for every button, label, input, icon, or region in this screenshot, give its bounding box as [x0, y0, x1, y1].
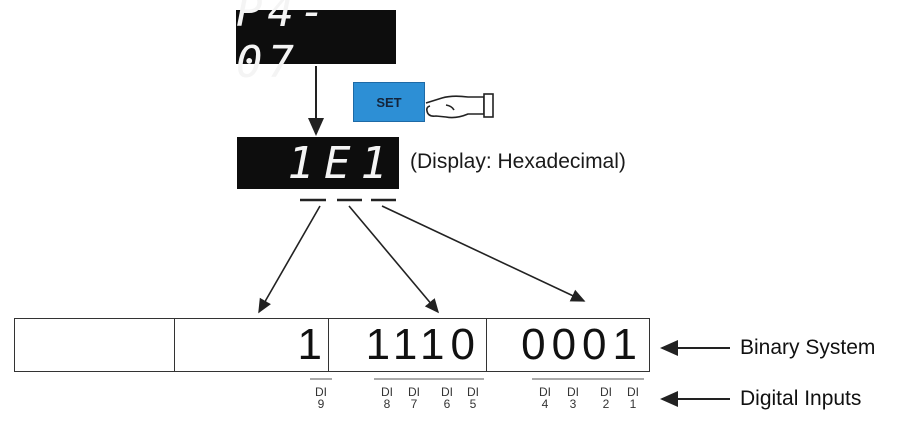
pointing-hand-icon	[425, 93, 494, 119]
arrow-to-group-3	[381, 205, 586, 302]
parameter-display: P4-07	[236, 0, 396, 88]
binary-cell-5: 0001	[486, 318, 650, 372]
binary-cell-3: 1	[297, 320, 324, 369]
arrow-to-group-1	[258, 205, 321, 314]
binary-cell-1	[14, 318, 176, 372]
set-button[interactable]: SET	[353, 82, 425, 122]
binary-cell-2	[174, 318, 330, 372]
arrow-to-group-2	[348, 205, 440, 314]
binary-cell-4: 1110	[328, 318, 488, 372]
digital-inputs-label: Digital Inputs	[740, 387, 862, 410]
display-note: (Display: Hexadecimal)	[410, 150, 626, 173]
hex-value-display: 1E1	[237, 137, 399, 189]
binary-system-label: Binary System	[740, 336, 876, 359]
